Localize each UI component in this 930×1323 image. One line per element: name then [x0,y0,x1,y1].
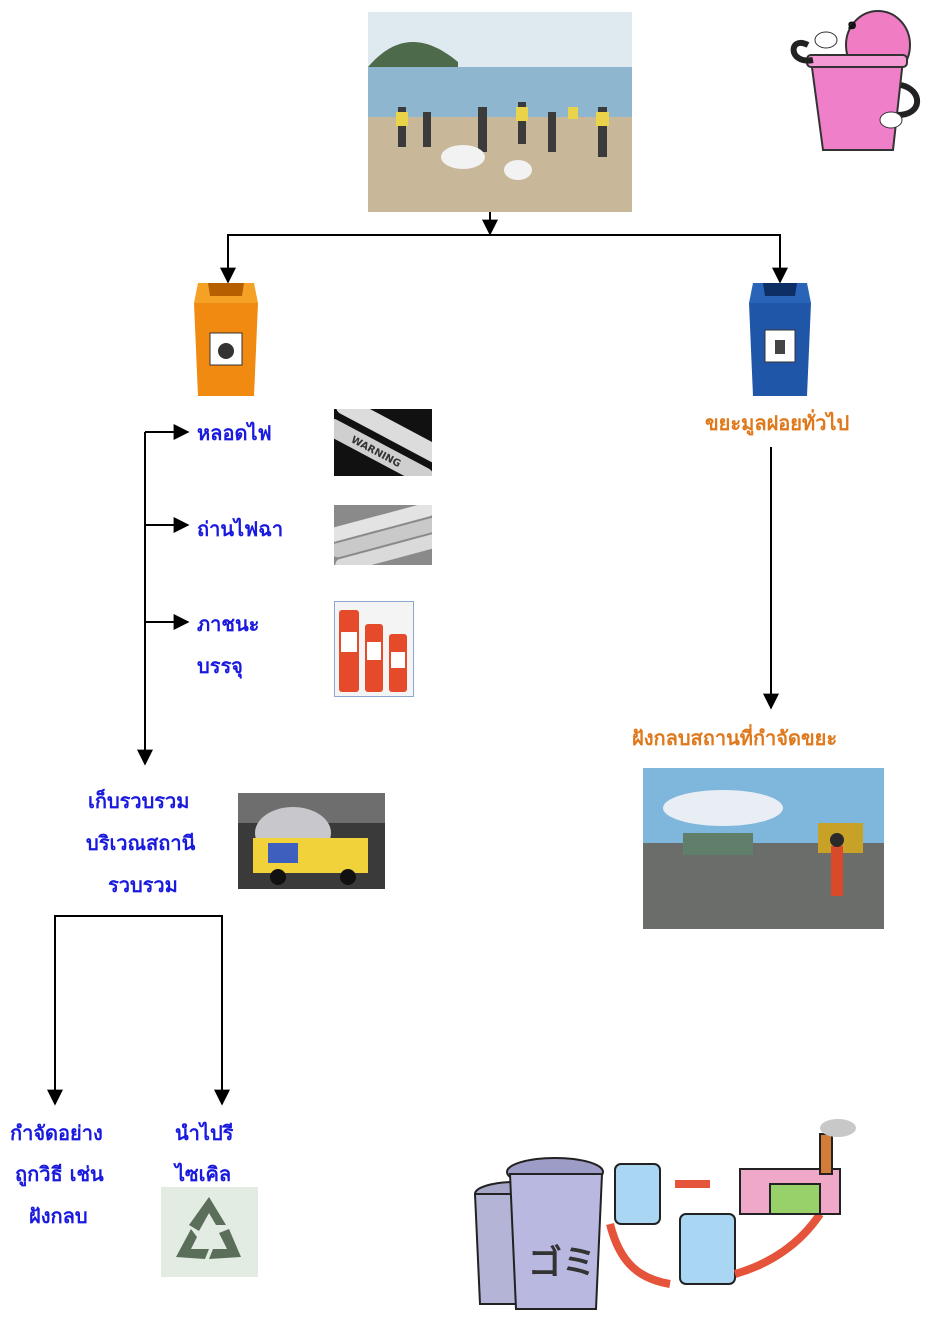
beach-cleanup-photo [368,12,632,212]
blue-general-bin [745,278,815,398]
label-dispose-line2: ถูกวิธี เช่น [15,1162,104,1186]
label-container-line2: บรรจุ [197,654,243,678]
label-collect-line1: เก็บรวบรวม [88,789,190,813]
label-container-line1: ภาชนะ [197,612,260,636]
label-collect-line2: บริเวณสถานี [86,831,196,855]
trash-can-kana: ゴミ [528,1243,596,1283]
label-collect-line3: รวบรวม [108,873,178,897]
spray-can-photo [334,601,414,697]
collection-truck-photo [238,793,385,889]
split-line [54,915,223,1100]
recycle-symbol-photo [161,1187,258,1277]
label-dispose-line3: ฝังกลบ [29,1204,88,1228]
label-lamp: หลอดไฟ [197,421,272,445]
branch-line [227,234,781,280]
pink-bin-mascot: ๑ [783,5,930,155]
landfill-photo [643,768,884,929]
label-recycle-line1: นำไปรี [175,1121,234,1145]
fluorescent-tube-photo: WARNING [334,409,432,476]
battery-photo [334,505,432,565]
recycling-cartoon: ゴミ [470,1114,870,1323]
label-landfill: ฝังกลบสถานที่กำจัดขยะ [632,726,838,750]
mascot-mark: ๑ [847,14,857,33]
label-recycle-line2: ไซเคิล [175,1162,232,1186]
label-general-waste: ขยะมูลฝอยทั่วไป [705,411,850,435]
label-battery: ถ่านไฟฉา [197,517,284,541]
orange-hazard-bin [186,278,266,398]
label-dispose-line1: กำจัดอย่าง [10,1121,103,1145]
